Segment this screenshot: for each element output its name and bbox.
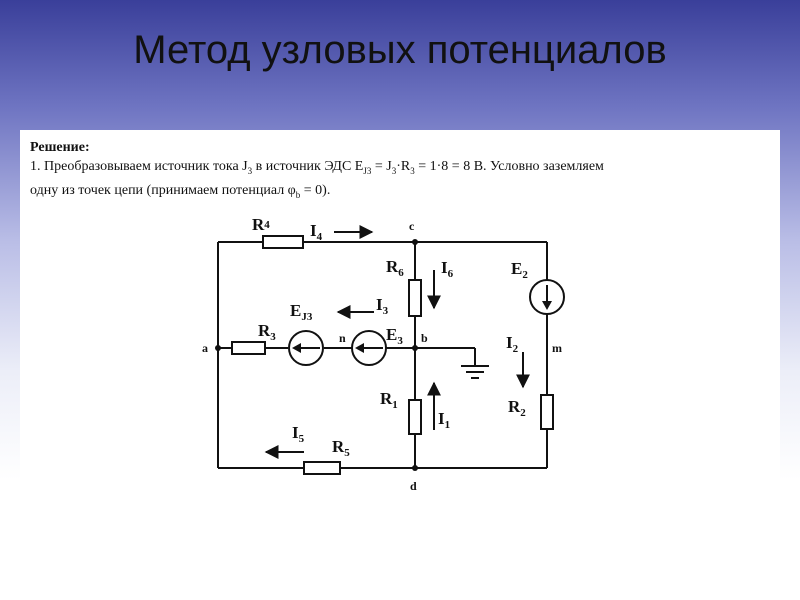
label-r2: R2 [508, 397, 526, 419]
line1-sub-b: J3 [363, 165, 372, 176]
dot-node-b [412, 345, 418, 351]
slide-title: Метод узловых потенциалов [133, 28, 667, 72]
label-i6: I6 [441, 258, 454, 280]
e3-source [351, 330, 387, 366]
line2-sub-a: b [295, 189, 301, 200]
label-e2: E2 [511, 259, 528, 281]
label-r4: R4 [252, 215, 270, 234]
node-label-n: n [339, 331, 346, 345]
dot-node-c [412, 239, 418, 245]
node-label-m: m [552, 341, 562, 355]
node-dots [215, 239, 418, 471]
line1-sub-a: 3 [247, 165, 253, 176]
ground-symbol [461, 365, 489, 379]
resistor-r3 [231, 341, 266, 355]
line2-part-a: одну из точек цепи (принимаем потенциал … [30, 182, 296, 198]
dot-node-a [215, 345, 221, 351]
label-i2: I2 [506, 333, 519, 355]
resistor-r4 [262, 235, 304, 249]
solution-line-1: 1. Преобразовываем источник тока J3 в ис… [30, 157, 770, 181]
label-r5: R5 [332, 437, 350, 459]
label-i4: I4 [310, 221, 323, 243]
node-label-a: a [202, 341, 208, 355]
resistor-r6 [408, 279, 422, 317]
dot-node-d [412, 465, 418, 471]
line2-part-b: = 0). [300, 182, 331, 198]
line1-part-d: ·R [396, 159, 411, 174]
line1-sub-d: 3 [410, 165, 415, 176]
solution-line-2: одну из точек цепи (принимаем потенциал … [30, 181, 770, 205]
node-label-d: d [410, 479, 417, 493]
line1-part-c: = J [371, 159, 392, 174]
solution-panel: Решение: 1. Преобразовываем источник ток… [20, 130, 780, 538]
label-r6: R6 [386, 257, 404, 279]
label-r1: R1 [380, 389, 398, 411]
solution-heading: Решение: [30, 140, 90, 155]
line1-sub-c: 3 [391, 165, 397, 176]
resistor-r2 [540, 394, 554, 430]
node-label-c: c [409, 219, 415, 233]
label-i1: I1 [438, 409, 450, 431]
resistor-r5 [303, 461, 341, 475]
label-ej3: EJ3 [290, 301, 313, 323]
circuit-diagram: R4 I4 R6 I6 E2 EJ3 I3 R3 E3 I2 R1 I1 R2 … [202, 215, 565, 493]
e2-source [529, 279, 565, 315]
line1-part-e: = 1·8 = 8 В. Условно заземляем [414, 159, 604, 174]
label-i5: I5 [292, 423, 305, 445]
label-i3: I3 [376, 295, 389, 317]
wires [217, 241, 548, 469]
node-label-b: b [421, 331, 428, 345]
line1-part-b: в источник ЭДС E [252, 159, 364, 174]
label-r3: R3 [258, 321, 276, 343]
resistor-r1 [408, 399, 422, 435]
solution-text: Решение: 1. Преобразовываем источник ток… [30, 138, 770, 205]
ej3-source [288, 330, 324, 366]
current-arrows [264, 225, 530, 459]
label-e3: E3 [386, 325, 403, 347]
resistors [231, 235, 554, 475]
line1-part-a: 1. Преобразовываем источник тока J [30, 159, 248, 174]
